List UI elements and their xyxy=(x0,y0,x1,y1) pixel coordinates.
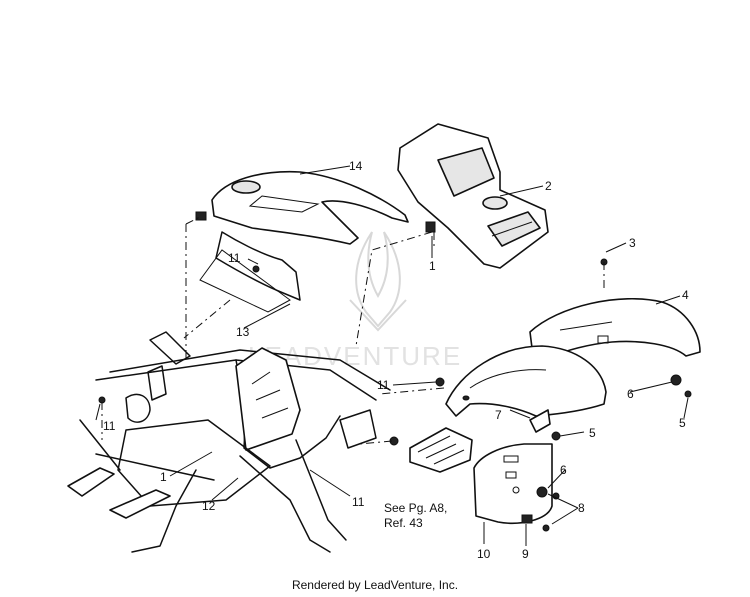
note-line-1: See Pg. A8, xyxy=(384,501,447,515)
callout-11-upper: 11 xyxy=(228,251,241,265)
callout-11-lower: 11 xyxy=(352,495,365,509)
leader-lines xyxy=(95,165,689,546)
part-14-front-shell xyxy=(199,170,409,313)
callout-11-left: 11 xyxy=(103,419,116,433)
callout-6-right: 6 xyxy=(627,387,634,401)
clip-1 xyxy=(195,211,207,221)
bolt-1 xyxy=(435,377,445,387)
part-10-mud-flap xyxy=(473,443,553,525)
callout-14: 14 xyxy=(349,159,363,173)
callout-5-right: 5 xyxy=(679,416,686,430)
part-4-rear-fender xyxy=(529,297,701,359)
screw-1 xyxy=(252,265,260,273)
screw-4 xyxy=(684,390,692,398)
grommet-2 xyxy=(536,486,548,498)
callout-12: 12 xyxy=(202,499,216,513)
reference-note: See Pg. A8, Ref. 43 xyxy=(384,501,447,530)
part-fender-mid xyxy=(445,345,607,417)
bolt-3 xyxy=(551,431,561,441)
bracket-7 xyxy=(529,409,551,433)
callout-5-mid: 5 xyxy=(589,426,596,440)
callout-1-upper: 1 xyxy=(429,259,436,273)
note-line-2: Ref. 43 xyxy=(384,516,423,530)
clip-3 xyxy=(521,514,533,524)
callout-8: 8 xyxy=(578,501,585,515)
callout-4: 4 xyxy=(682,288,689,302)
callout-10: 10 xyxy=(477,547,491,561)
callout-13: 13 xyxy=(236,325,250,339)
callout-11-right: 11 xyxy=(377,378,390,392)
nut-2 xyxy=(542,524,550,532)
callout-1-lower: 1 xyxy=(160,470,167,484)
clip-2 xyxy=(425,221,436,233)
callout-2: 2 xyxy=(545,179,552,193)
part-2-console xyxy=(397,123,549,269)
footer-credit: Rendered by LeadVenture, Inc. xyxy=(291,578,459,592)
callout-6-lower: 6 xyxy=(560,463,567,477)
watermark-logo: LEADVENTURE xyxy=(248,231,460,371)
callout-7: 7 xyxy=(495,408,502,422)
hardware-fasteners xyxy=(98,211,692,532)
alignment-lines xyxy=(101,215,605,445)
callout-3: 3 xyxy=(629,236,636,250)
callout-9: 9 xyxy=(522,547,529,561)
grommet-1 xyxy=(670,374,682,386)
callout-labels: 14 2 3 4 1 11 13 11 11 1 12 11 7 5 6 5 6… xyxy=(103,159,689,561)
part-frame xyxy=(67,331,391,553)
part-footrest-tray xyxy=(409,427,473,473)
